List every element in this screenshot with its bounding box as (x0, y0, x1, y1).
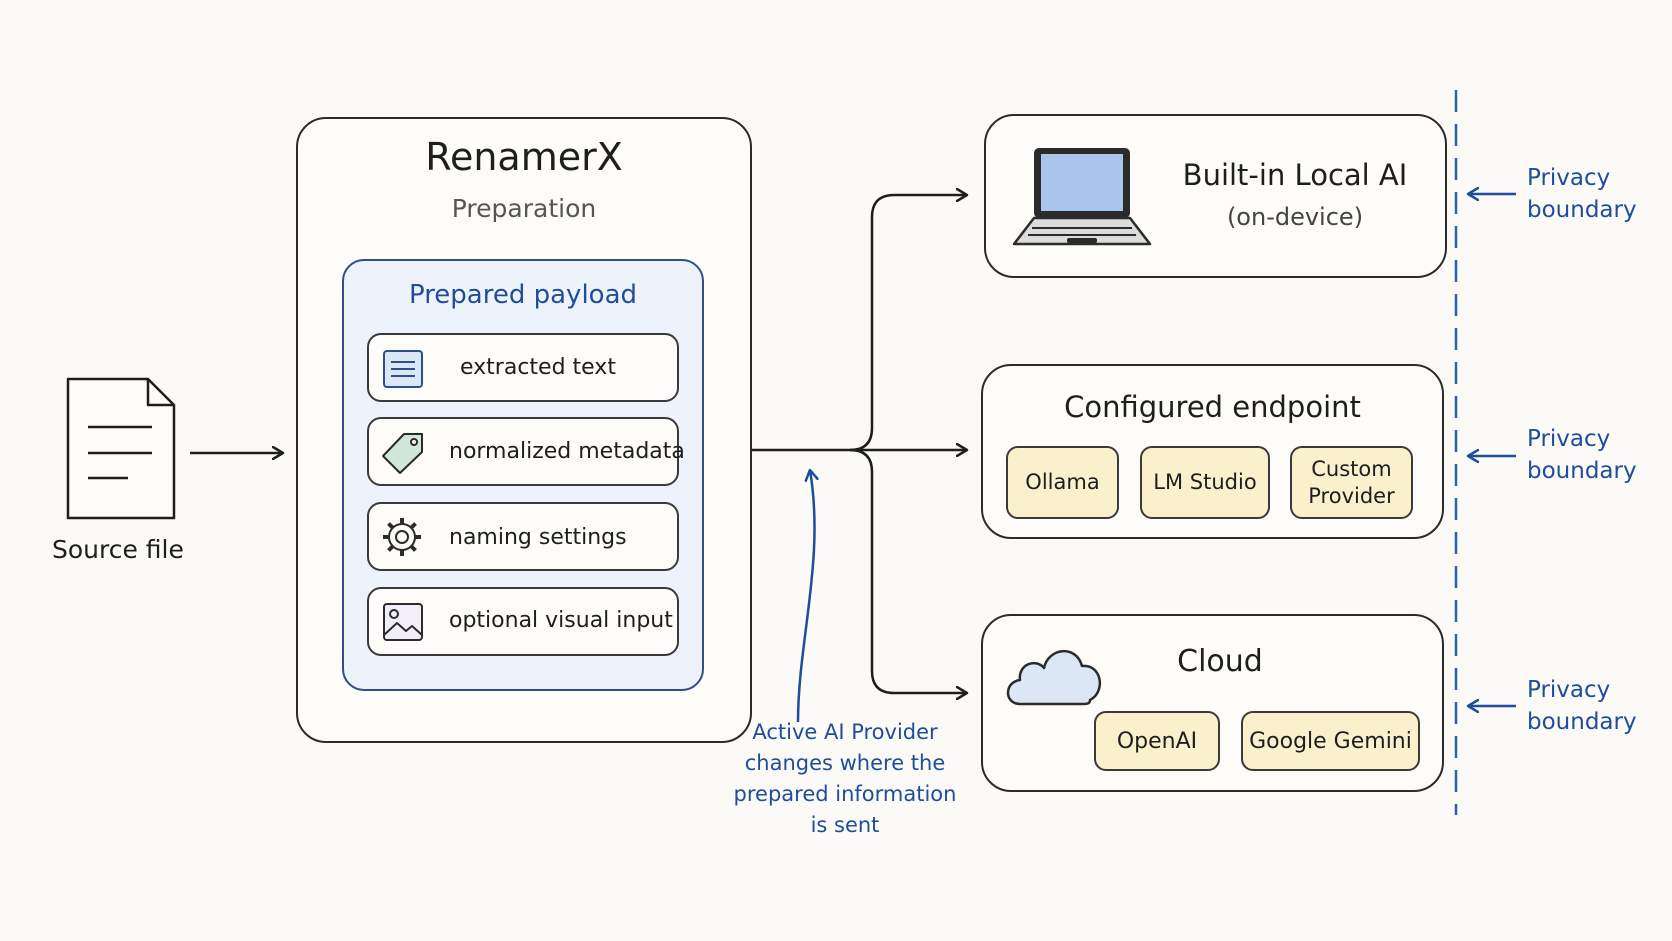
boundary-line: boundary (1527, 197, 1637, 223)
payload-item-label: naming settings (449, 525, 627, 550)
local-ai-title: Built-in Local AI (1182, 158, 1408, 192)
boundary-line: Privacy (1527, 426, 1611, 452)
provider-chip-custom: Custom Provider (1290, 446, 1413, 519)
arrow-to-local (849, 195, 967, 452)
privacy-boundary-label: Privacy boundary (1527, 162, 1637, 226)
chip-label: OpenAI (1116, 728, 1198, 754)
privacy-boundary-label: Privacy boundary (1527, 423, 1637, 487)
payload-item-label: extracted text (460, 355, 616, 380)
endpoint-title: Configured endpoint (1064, 390, 1361, 424)
annotation-line: is sent (810, 813, 880, 837)
source-file-label: Source file (52, 535, 184, 564)
payload-title: Prepared payload (408, 280, 638, 310)
provider-chip-lm-studio: LM Studio (1140, 446, 1270, 519)
boundary-line: boundary (1527, 458, 1637, 484)
app-title: RenamerX (425, 135, 623, 179)
image-icon (383, 603, 423, 641)
chip-label: Custom (1311, 456, 1392, 481)
chip-label: LM Studio (1153, 470, 1257, 494)
annotation-line: Active AI Provider (752, 720, 938, 744)
laptop-icon (1012, 148, 1152, 246)
provider-chip-openai: OpenAI (1094, 711, 1220, 771)
boundary-line: Privacy (1527, 165, 1611, 191)
annotation-arrow (796, 470, 815, 723)
payload-item-label: normalized metadata (449, 439, 685, 464)
local-ai-subtitle: (on-device) (1226, 203, 1364, 231)
boundary-line: boundary (1527, 709, 1637, 735)
tag-icon (382, 433, 423, 474)
arrow-to-cloud (849, 448, 967, 693)
document-lines-icon (383, 350, 423, 388)
payload-item-label: optional visual input (449, 608, 673, 633)
privacy-boundary-label: Privacy boundary (1527, 674, 1637, 738)
cloud-icon (1006, 649, 1102, 706)
boundary-line: Privacy (1527, 677, 1611, 703)
chip-label: Ollama (1025, 470, 1100, 494)
gear-icon (383, 518, 421, 556)
provider-chip-google-gemini: Google Gemini (1241, 711, 1420, 771)
cloud-title: Cloud (1177, 644, 1263, 679)
annotation-line: prepared information (733, 782, 957, 806)
provider-annotation: Active AI Provider changes where the pre… (715, 717, 975, 841)
app-subtitle: Preparation (451, 194, 597, 223)
document-icon (66, 377, 176, 520)
annotation-line: changes where the (744, 751, 946, 775)
chip-label: Google Gemini (1249, 728, 1412, 754)
chip-label: Provider (1308, 483, 1395, 508)
provider-chip-ollama: Ollama (1006, 446, 1119, 519)
